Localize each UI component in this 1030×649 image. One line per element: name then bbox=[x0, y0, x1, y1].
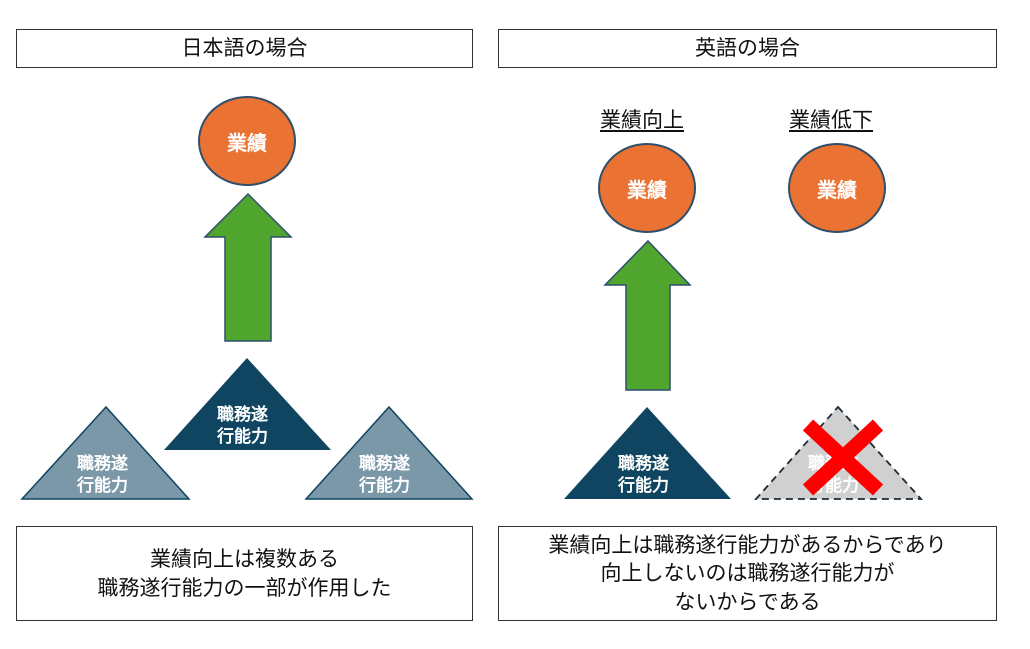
left-triangle-left bbox=[20, 405, 191, 500]
left-triangle-top bbox=[164, 358, 331, 450]
left-performance-circle: 業績 bbox=[198, 96, 296, 186]
left-up-arrow bbox=[203, 192, 293, 342]
left-caption: 業績向上は複数ある 職務遂行能力の一部が作用した bbox=[16, 526, 473, 621]
left-triangle-right-label: 職務遂 行能力 bbox=[359, 454, 410, 497]
left-triangle-right bbox=[304, 405, 474, 500]
right-caption: 業績向上は職務遂行能力があるからであり 向上しないのは職務遂行能力が ないからで… bbox=[498, 526, 997, 621]
right-triangle-solid-label: 職務遂 行能力 bbox=[618, 454, 669, 497]
right-improve-circle: 業績 bbox=[598, 143, 696, 233]
right-panel-title: 英語の場合 bbox=[498, 29, 997, 68]
right-triangle-solid bbox=[564, 407, 731, 499]
improve-heading: 業績向上 bbox=[600, 108, 684, 132]
left-triangle-top-label: 職務遂 行能力 bbox=[217, 405, 268, 448]
right-up-arrow bbox=[603, 239, 692, 391]
right-decline-circle: 業績 bbox=[788, 143, 886, 233]
decline-heading: 業績低下 bbox=[789, 108, 873, 132]
left-triangle-left-label: 職務遂 行能力 bbox=[77, 454, 128, 497]
left-panel-title: 日本語の場合 bbox=[16, 29, 473, 68]
